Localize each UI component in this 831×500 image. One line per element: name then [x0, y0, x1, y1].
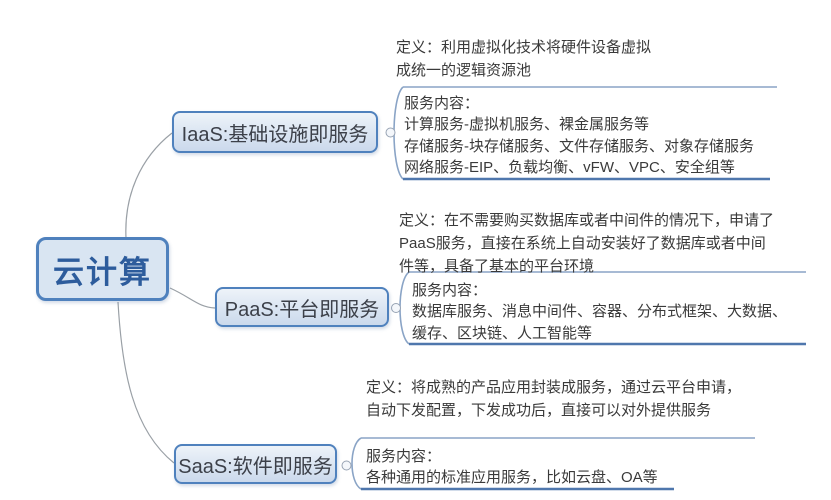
branch-topic-iaas[interactable]: IaaS:基础设施即服务 — [172, 111, 378, 153]
branch-topic-saas[interactable]: SaaS:软件即服务 — [174, 444, 337, 484]
services-line: 缓存、区块链、人工智能等 — [412, 324, 593, 342]
definition-topic-paas[interactable]: 定义：在不需要购买数据库或者中间件的情况下，申请了 PaaS服务，直接在系统上自… — [399, 209, 774, 278]
connector-root-saas — [117, 301, 175, 464]
branch-topic-saas-label: SaaS:软件即服务 — [178, 455, 333, 478]
services-bracket-saas — [351, 437, 362, 490]
root-topic-cloud-computing[interactable]: 云计算 — [36, 237, 169, 301]
definition-topic-saas[interactable]: 定义：将成熟的产品应用封装成服务，通过云平台申请， 自动下发配置，下发成功后，直… — [366, 376, 741, 422]
definition-line: PaaS服务，直接在系统上自动安装好了数据库或者中间 — [399, 235, 766, 252]
services-title: 服务内容： — [404, 95, 480, 112]
services-line: 数据库服务、消息中间件、容器、分布式框架、大数据、 — [412, 303, 788, 321]
definition-line: 定义：利用虚拟化技术将硬件设备虚拟 — [396, 39, 652, 56]
services-title: 服务内容： — [412, 282, 488, 299]
services-topic-saas[interactable]: 服务内容： 各种通用的标准应用服务，比如云盘、OA等 — [366, 446, 658, 489]
services-line: 各种通用的标准应用服务，比如云盘、OA等 — [366, 469, 658, 487]
services-line: 存储服务-块存储服务、文件存储服务、对象存储服务 — [404, 137, 754, 155]
definition-line: 自动下发配置，下发成功后，直接可以对外提供服务 — [366, 402, 712, 419]
definition-line: 件等，具备了基本的平台环境 — [399, 258, 595, 275]
branch-topic-paas-label: PaaS:平台即服务 — [224, 298, 380, 321]
connector-root-paas — [169, 287, 216, 309]
collapse-handle-saas[interactable] — [341, 460, 352, 471]
definition-topic-iaas[interactable]: 定义：利用虚拟化技术将硬件设备虚拟 成统一的逻辑资源池 — [396, 36, 651, 82]
services-title: 服务内容： — [366, 448, 442, 465]
root-topic-label: 云计算 — [53, 254, 152, 290]
services-topic-iaas[interactable]: 服务内容： 计算服务-虚拟机服务、裸金属服务等 存储服务-块存储服务、文件存储服… — [404, 93, 754, 179]
connector-root-iaas — [125, 132, 173, 239]
services-topic-paas[interactable]: 服务内容： 数据库服务、消息中间件、容器、分布式框架、大数据、 缓存、区块链、人… — [412, 280, 787, 344]
collapse-handle-paas[interactable] — [391, 303, 401, 313]
definition-line: 成统一的逻辑资源池 — [396, 62, 532, 79]
services-line: 计算服务-虚拟机服务、裸金属服务等 — [404, 116, 649, 134]
branch-topic-iaas-label: IaaS:基础设施即服务 — [181, 123, 369, 146]
collapse-handle-iaas[interactable] — [385, 127, 396, 138]
branch-topic-paas[interactable]: PaaS:平台即服务 — [215, 287, 389, 327]
services-bracket-paas — [399, 271, 410, 345]
definition-line: 定义：在不需要购买数据库或者中间件的情况下，申请了 — [399, 212, 775, 229]
definition-line: 定义：将成熟的产品应用封装成服务，通过云平台申请， — [366, 379, 742, 396]
services-line: 网络服务-EIP、负载均衡、vFW、VPC、安全组等 — [404, 159, 735, 177]
